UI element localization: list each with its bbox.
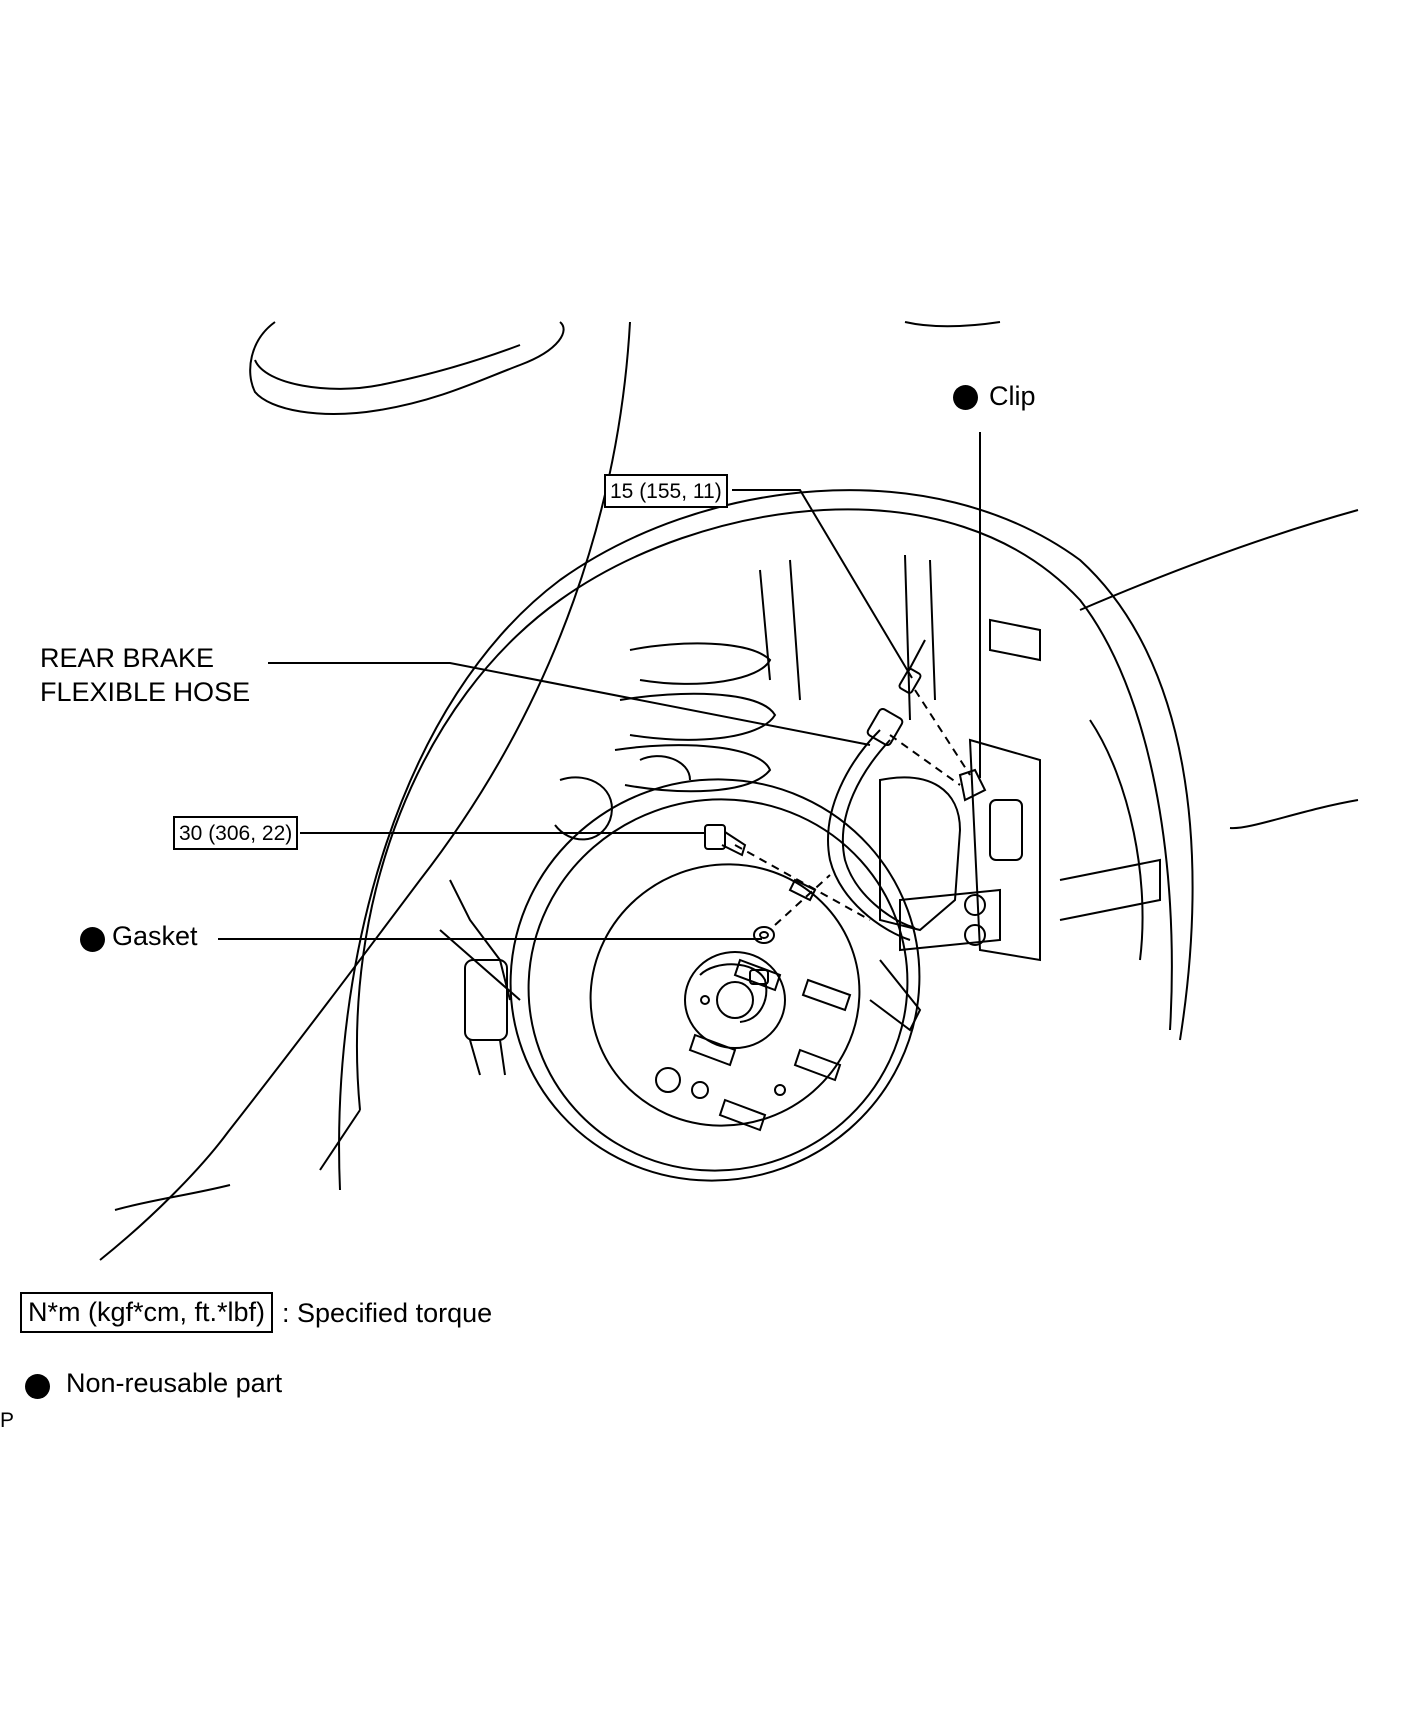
non-reusable-mark-icon <box>80 927 105 952</box>
non-reusable-mark-icon <box>25 1374 50 1399</box>
brake-caliper <box>869 776 1001 1032</box>
vehicle-body-outline <box>99 321 1359 1261</box>
brake-disc <box>509 778 921 1182</box>
hose-label-line2: FLEXIBLE HOSE <box>40 677 251 707</box>
flexible-hose <box>827 639 987 941</box>
leader-lines <box>218 432 981 940</box>
installation-dashed-lines <box>734 689 971 926</box>
wheel-studs <box>655 958 852 1132</box>
corner-mark: P <box>0 1409 15 1432</box>
wheel-arch <box>319 489 1194 1191</box>
non-reusable-mark-icon <box>953 385 978 410</box>
legend-torque-box: N*m (kgf*cm, ft.*lbf) <box>20 1292 274 1333</box>
coil-spring <box>614 559 801 793</box>
legend-torque-text: : Specified torque <box>282 1298 493 1328</box>
torque-box-lower: 30 (306, 22) <box>173 816 299 850</box>
clip-label: Clip <box>989 381 1036 411</box>
legend-nonreusable-text: Non-reusable part <box>66 1368 283 1398</box>
knuckle-and-brackets <box>439 554 1161 1076</box>
torque-box-upper: 15 (155, 11) <box>604 474 728 508</box>
hose-label-line1: REAR BRAKE <box>40 643 215 673</box>
gasket-label: Gasket <box>112 921 198 951</box>
